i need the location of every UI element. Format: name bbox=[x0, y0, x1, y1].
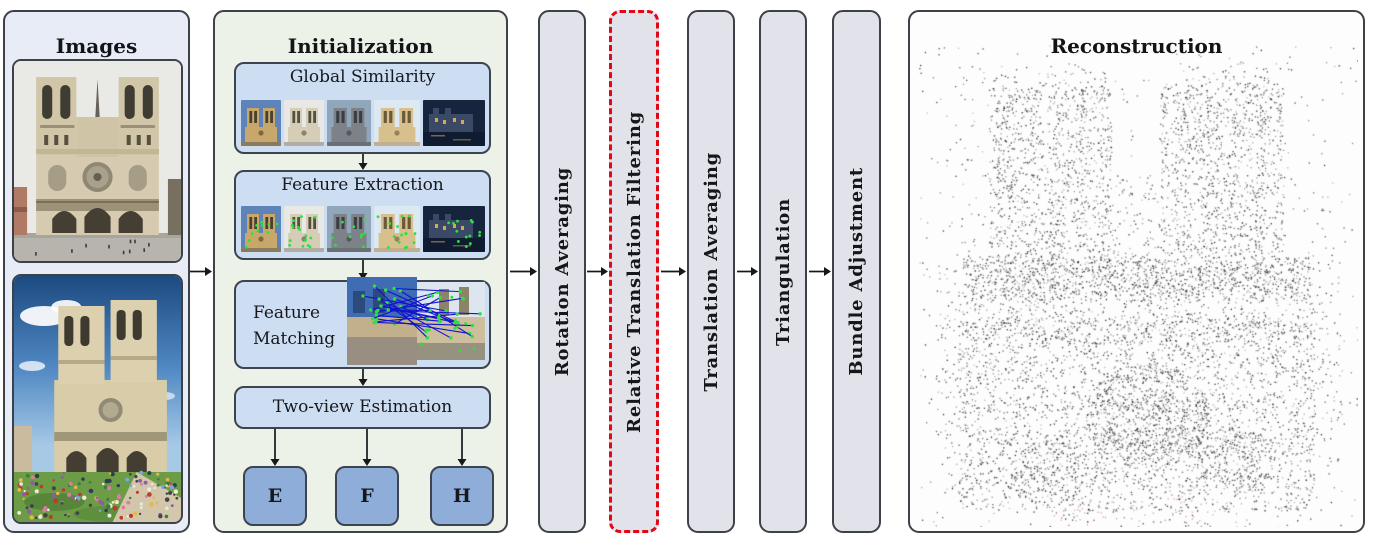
stage-label: Relative Translation Filtering bbox=[623, 110, 645, 433]
flow-arrow-icon bbox=[661, 264, 686, 279]
down-arrow-icon bbox=[356, 260, 370, 280]
match-pair-image bbox=[347, 277, 485, 365]
stage-label: Translation Averaging bbox=[700, 151, 722, 392]
feature-matching-label: Feature Matching bbox=[253, 300, 335, 353]
stage-bundle-adjustment: Bundle Adjustment bbox=[832, 10, 881, 533]
flow-arrow-icon bbox=[587, 264, 608, 279]
thumbnail-with-features bbox=[422, 206, 485, 252]
thumbnail-with-features bbox=[240, 206, 281, 252]
thumbnail-image bbox=[240, 100, 281, 146]
global-similarity-thumbnails bbox=[236, 100, 489, 146]
flow-arrow-icon bbox=[510, 264, 537, 279]
cathedral-angled-illustration bbox=[14, 276, 181, 522]
fundamental-matrix-box: F bbox=[335, 466, 399, 526]
match-lines bbox=[361, 284, 482, 353]
stage-label: Rotation Averaging bbox=[551, 166, 573, 377]
down-arrow-icon bbox=[360, 429, 374, 466]
thumbnail-with-features bbox=[283, 206, 324, 252]
stage-triangulation: Triangulation bbox=[759, 10, 807, 533]
initialization-panel: Initialization Global Similarity Feature… bbox=[213, 10, 508, 533]
initialization-panel-title: Initialization bbox=[287, 33, 434, 58]
two-view-estimation-box: Two-view Estimation bbox=[234, 386, 491, 429]
feature-matching-line1: Feature bbox=[253, 303, 321, 323]
input-photo-2 bbox=[12, 274, 183, 524]
thumbnail-with-features bbox=[373, 206, 420, 252]
down-arrow-icon bbox=[356, 369, 370, 386]
images-panel-title: Images bbox=[55, 33, 138, 58]
thumbnail-image bbox=[422, 100, 485, 146]
cathedral-front-illustration bbox=[14, 61, 181, 261]
down-arrow-icon bbox=[455, 429, 469, 466]
down-arrow-icon bbox=[356, 154, 370, 170]
feature-matching-line2: Matching bbox=[253, 329, 336, 350]
crowd-dots bbox=[17, 470, 179, 520]
flow-arrow-icon bbox=[190, 264, 212, 279]
homography-matrix-box: H bbox=[430, 466, 494, 526]
thumbnail-image bbox=[373, 100, 420, 146]
feature-extraction-box: Feature Extraction bbox=[234, 170, 491, 260]
point-cloud-canvas bbox=[918, 44, 1358, 527]
plaza-people bbox=[35, 239, 150, 256]
stage-relative-translation-filtering-highlighted: Relative Translation Filtering bbox=[609, 10, 659, 533]
global-similarity-box: Global Similarity bbox=[234, 62, 491, 154]
flow-arrow-icon bbox=[737, 264, 758, 279]
global-similarity-label: Global Similarity bbox=[289, 67, 436, 87]
two-view-estimation-label: Two-view Estimation bbox=[272, 397, 453, 417]
flow-arrow-icon bbox=[809, 264, 831, 279]
thumbnail-image bbox=[283, 100, 324, 146]
stage-rotation-averaging: Rotation Averaging bbox=[538, 10, 586, 533]
thumbnail-with-features bbox=[326, 206, 371, 252]
essential-matrix-box: E bbox=[243, 466, 307, 526]
stage-label: Bundle Adjustment bbox=[846, 167, 867, 376]
stage-label: Triangulation bbox=[772, 197, 794, 346]
images-panel: Images bbox=[3, 10, 190, 533]
reconstruction-panel: Reconstruction bbox=[908, 10, 1365, 533]
feature-extraction-label: Feature Extraction bbox=[281, 175, 444, 195]
feature-matching-box: Feature Matching bbox=[234, 277, 491, 369]
stage-translation-averaging: Translation Averaging bbox=[687, 10, 735, 533]
feature-match-illustration bbox=[347, 277, 485, 365]
input-photo-1 bbox=[12, 59, 183, 263]
down-arrow-icon bbox=[268, 429, 282, 466]
thumbnail-image bbox=[326, 100, 371, 146]
feature-extraction-thumbnails bbox=[236, 206, 489, 252]
